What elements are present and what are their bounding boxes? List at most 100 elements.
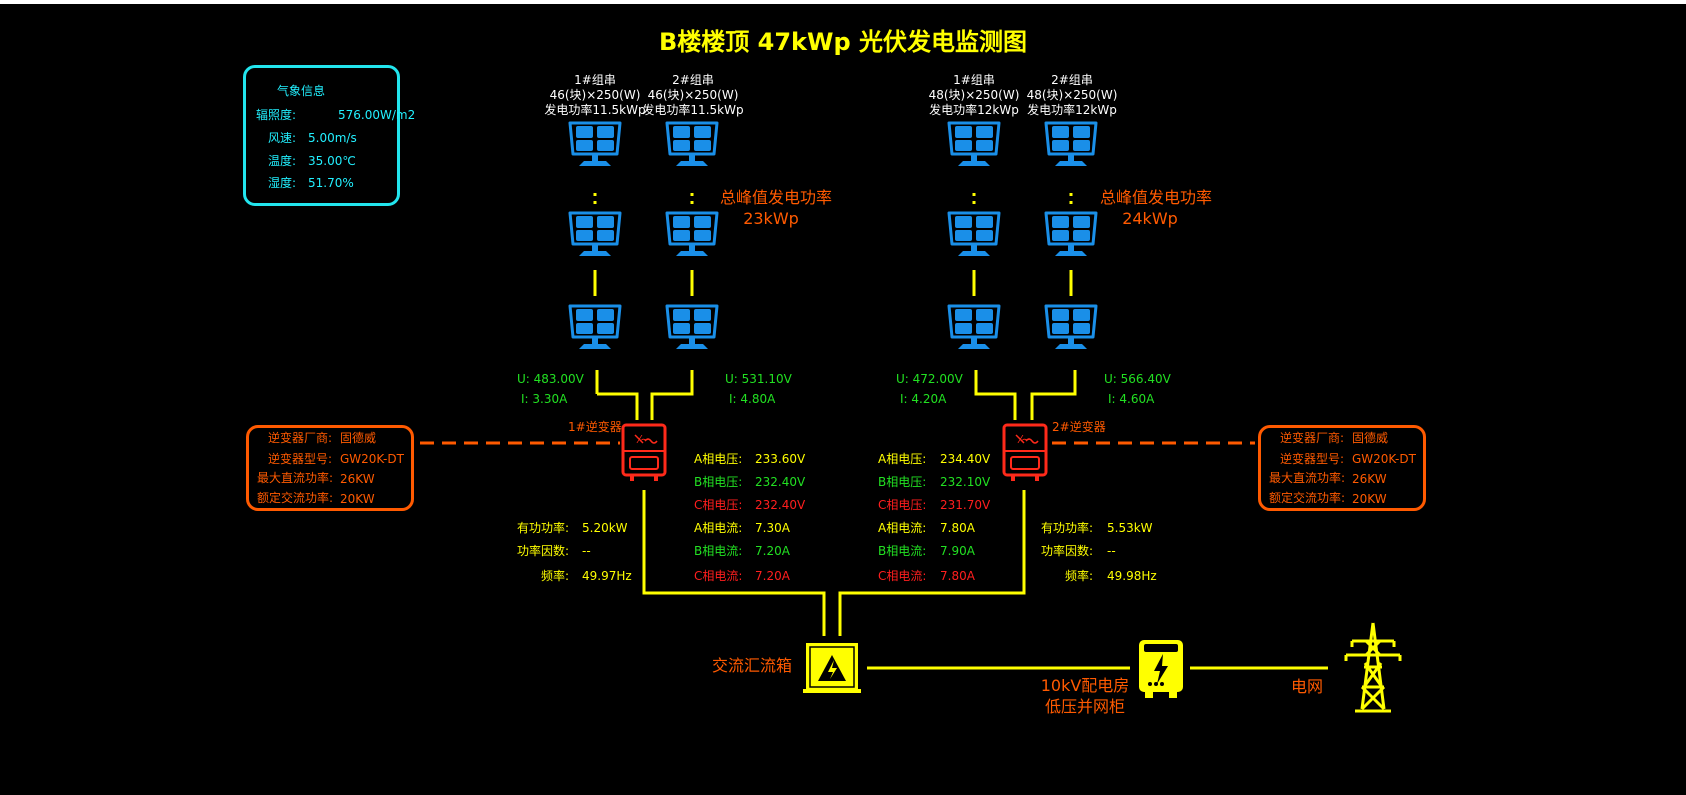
right-phase-c-current-label: C相电流:: [878, 569, 927, 583]
left-power-factor-value: --: [582, 544, 591, 558]
ac-bus-lines: [642, 490, 1328, 670]
inverter-1-icon: [621, 423, 667, 483]
weather-heading: 气象信息: [277, 84, 326, 98]
left-phase-a-voltage-value: 233.60V: [755, 452, 806, 466]
left-phase-b-voltage-label: B相电压:: [694, 475, 743, 489]
left-phase-c-voltage-label: C相电压:: [694, 498, 743, 512]
left-phase-a-voltage-label: A相电压:: [694, 452, 743, 466]
left-string2-name: 2#组串: [672, 73, 714, 87]
right-string2-wiring: [1030, 193, 1077, 420]
left-string1-power: 发电功率11.5kWp: [544, 103, 646, 117]
right-active-power-value: 5.53kW: [1107, 521, 1153, 535]
left-string2-current: I: 4.80A: [729, 392, 776, 406]
right-power-factor-label: 功率因数:: [1041, 544, 1094, 558]
irradiance-value: 576.00W/m2: [338, 108, 416, 122]
right-phase-b-voltage-label: B相电压:: [878, 475, 927, 489]
right-phase-a-current-value: 7.80A: [940, 521, 975, 535]
inverter-2-icon: [1002, 423, 1048, 483]
distribution-room-label: 10kV配电房: [1040, 676, 1130, 695]
right-string2-voltage: U: 566.40V: [1104, 372, 1171, 386]
left-string2-spec: 46(块)×250(W): [647, 88, 739, 102]
inverter-2-ratedac-label: 额定交流功率:: [1269, 491, 1346, 505]
inverter-2-ratedac-value: 20KW: [1352, 492, 1387, 506]
inverter-1-ratedac-value: 20KW: [340, 492, 375, 506]
solar-panel-icon: [665, 211, 719, 258]
right-string2-spec: 48(块)×250(W): [1026, 88, 1118, 102]
solar-panel-icon: [1044, 121, 1098, 168]
solar-panel-icon: [947, 304, 1001, 351]
left-peak-label: 总峰值发电功率: [719, 188, 833, 207]
inverter-2-maker-label: 逆变器厂商:: [1280, 431, 1345, 445]
inverter-2-maxdc-label: 最大直流功率:: [1269, 471, 1346, 485]
left-string1-name: 1#组串: [574, 73, 616, 87]
left-phase-a-current-value: 7.30A: [755, 521, 790, 535]
left-string2-voltage: U: 531.10V: [725, 372, 792, 386]
right-string1-power: 发电功率12kWp: [929, 103, 1019, 117]
left-phase-c-current-label: C相电流:: [694, 569, 743, 583]
inverter-1-ratedac-label: 额定交流功率:: [257, 491, 334, 505]
distribution-cabinet-icon: [1139, 640, 1183, 698]
wind-label: 风速:: [268, 131, 297, 145]
inverter-1-label: 1#逆变器: [568, 420, 622, 434]
transmission-tower-icon: [1344, 622, 1402, 713]
right-peak-value: 24kWp: [1122, 209, 1178, 228]
left-string1-wiring: [593, 193, 639, 420]
inverter-1-maker-label: 逆变器厂商:: [268, 431, 333, 445]
humidity-label: 湿度:: [268, 176, 297, 190]
solar-panel-icon: [665, 121, 719, 168]
right-phase-b-current-label: B相电流:: [878, 544, 927, 558]
right-string1-voltage: U: 472.00V: [896, 372, 963, 386]
inverter-2-model-value: GW20K-DT: [1352, 452, 1416, 466]
left-phase-a-current-label: A相电流:: [694, 521, 743, 535]
left-phase-b-current-value: 7.20A: [755, 544, 790, 558]
temperature-label: 温度:: [268, 154, 297, 168]
solar-panel-icon: [947, 211, 1001, 258]
right-string1-spec: 48(块)×250(W): [928, 88, 1020, 102]
solar-panel-icon: [568, 121, 622, 168]
solar-panel-icon: [1044, 304, 1098, 351]
right-phase-c-current-value: 7.80A: [940, 569, 975, 583]
left-frequency-label: 频率:: [541, 569, 570, 583]
weather-panel: [243, 65, 400, 206]
irradiance-label: 辐照度:: [256, 108, 297, 122]
right-string1-current: I: 4.20A: [900, 392, 947, 406]
left-active-power-value: 5.20kW: [582, 521, 628, 535]
left-string1-current: I: 3.30A: [521, 392, 568, 406]
left-phase-b-current-label: B相电流:: [694, 544, 743, 558]
wind-value: 5.00m/s: [308, 131, 357, 145]
temperature-value: 35.00℃: [308, 154, 356, 168]
left-active-power-label: 有功功率:: [517, 521, 570, 535]
combiner-box-label: 交流汇流箱: [712, 656, 793, 675]
right-active-power-label: 有功功率:: [1041, 521, 1094, 535]
right-phase-a-voltage-label: A相电压:: [878, 452, 927, 466]
right-power-factor-value: --: [1107, 544, 1116, 558]
inverter-1-model-value: GW20K-DT: [340, 452, 404, 466]
right-frequency-label: 频率:: [1065, 569, 1094, 583]
right-peak-label: 总峰值发电功率: [1099, 188, 1213, 207]
grid-cabinet-label: 低压并网柜: [1044, 697, 1126, 716]
left-peak-value: 23kWp: [743, 209, 799, 228]
right-phase-a-voltage-value: 234.40V: [940, 452, 991, 466]
left-power-factor-label: 功率因数:: [517, 544, 570, 558]
right-phase-b-current-value: 7.90A: [940, 544, 975, 558]
solar-panel-icon: [947, 121, 1001, 168]
left-string1-voltage: U: 483.00V: [517, 372, 584, 386]
right-string2-name: 2#组串: [1051, 73, 1093, 87]
left-phase-b-voltage-value: 232.40V: [755, 475, 806, 489]
solar-panel-icon: [665, 304, 719, 351]
right-phase-c-voltage-label: C相电压:: [878, 498, 927, 512]
left-string2-wiring: [650, 193, 694, 420]
inverter-1-info-panel: [246, 425, 414, 511]
right-string2-power: 发电功率12kWp: [1027, 103, 1117, 117]
inverter-2-model-label: 逆变器型号:: [1280, 452, 1345, 466]
inverter-2-maxdc-value: 26KW: [1352, 472, 1387, 486]
top-border: [0, 0, 1686, 4]
right-string2-current: I: 4.60A: [1108, 392, 1155, 406]
inverter-1-maker-value: 固德威: [340, 431, 377, 445]
left-string1-spec: 46(块)×250(W): [549, 88, 641, 102]
right-string1-wiring: [972, 193, 1017, 420]
left-phase-c-current-value: 7.20A: [755, 569, 790, 583]
inverter-1-maxdc-value: 26KW: [340, 472, 375, 486]
right-string1-name: 1#组串: [953, 73, 995, 87]
